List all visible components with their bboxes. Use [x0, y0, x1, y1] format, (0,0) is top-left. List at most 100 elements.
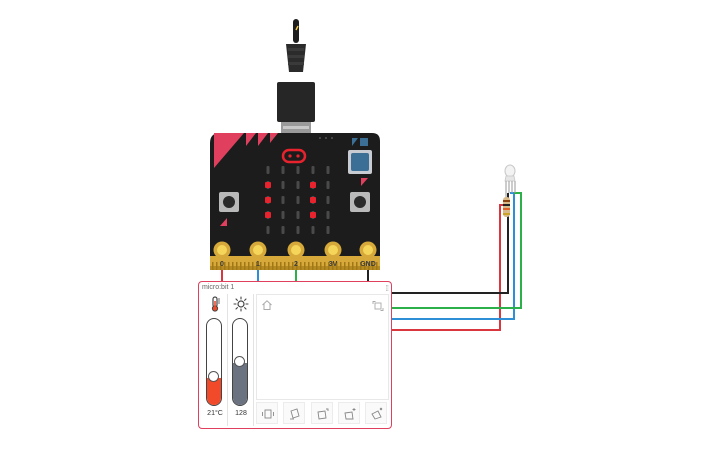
- led-r4c4: [326, 226, 330, 234]
- connector-tooth: [244, 262, 246, 270]
- led-r4c2: [296, 226, 300, 234]
- led-lit-r2c0: [265, 197, 271, 203]
- board-corner-accent: [214, 133, 244, 168]
- resistor[interactable]: [503, 197, 510, 217]
- led-r4c1: [281, 226, 285, 234]
- connector-tooth: [264, 262, 266, 270]
- led-r1c4: [326, 181, 330, 189]
- connector-tooth: [312, 262, 314, 270]
- connector-tooth: [372, 262, 374, 270]
- connector-tooth: [248, 262, 250, 270]
- connector-tooth: [292, 262, 294, 270]
- led-r0c1: [281, 166, 285, 174]
- pin-2[interactable]: [287, 241, 305, 259]
- sound-icon: [352, 138, 368, 146]
- tilt-right-icon: [317, 408, 329, 420]
- led-r2c1: [281, 196, 285, 204]
- pin-0[interactable]: [213, 241, 231, 259]
- led-r3c2: [296, 211, 300, 219]
- connector-tooth: [364, 262, 366, 270]
- connector-tooth: [252, 262, 254, 270]
- tilt-left-button[interactable]: [283, 402, 305, 424]
- led-matrix[interactable]: [265, 166, 330, 234]
- pin-label-0: 0: [220, 261, 224, 268]
- usb-cable[interactable]: [277, 19, 315, 134]
- touch-logo-button[interactable]: [348, 150, 372, 174]
- led-lit-r1c0: [265, 182, 271, 188]
- led-r3c4: [326, 211, 330, 219]
- led-r4c3: [311, 226, 315, 234]
- microbit-board[interactable]: 0 1 2 3V GND: [210, 133, 380, 270]
- temperature-slider-thumb[interactable]: [208, 371, 219, 383]
- led-lit-r2c3: [310, 197, 316, 203]
- simulator-screen[interactable]: [256, 294, 389, 400]
- connector-tooth: [332, 262, 334, 270]
- connector-tooth: [216, 262, 218, 270]
- pin-dots: [271, 137, 333, 139]
- simulator-panel: micro:bit 1 ⁞⁞ 21°C: [198, 281, 392, 429]
- led-r1c1: [281, 181, 285, 189]
- light-slider[interactable]: [232, 318, 248, 406]
- home-icon[interactable]: [261, 299, 273, 311]
- shake-icon: [262, 409, 274, 419]
- sensor-divider: [253, 294, 254, 426]
- button-b-marker-icon: [361, 178, 368, 186]
- pin-1[interactable]: [249, 241, 267, 259]
- connector-tooth: [212, 262, 214, 270]
- led-r0c0: [266, 166, 270, 174]
- led-lit-r3c3: [310, 212, 316, 218]
- temperature-slider[interactable]: [206, 318, 222, 406]
- light-value: 128: [235, 410, 247, 417]
- thermometer-icon: [211, 296, 220, 312]
- connector-tooth: [340, 262, 342, 270]
- led-r0c4: [326, 166, 330, 174]
- connector-tooth: [260, 262, 262, 270]
- button-b[interactable]: [350, 192, 370, 212]
- button-a-marker-icon: [220, 218, 227, 226]
- led-r2c2: [296, 196, 300, 204]
- face-down-button[interactable]: [365, 402, 387, 424]
- connector-tooth: [316, 262, 318, 270]
- face-down-icon: [371, 407, 383, 420]
- pin-gnd[interactable]: [359, 241, 377, 259]
- wire-gnd[interactable]: [367, 193, 509, 294]
- pin-3v[interactable]: [324, 241, 342, 259]
- rotate-icon[interactable]: [372, 300, 384, 312]
- tilt-right-button[interactable]: [311, 402, 333, 424]
- connector-tooth: [300, 262, 302, 270]
- temperature-value: 21°C: [207, 410, 223, 417]
- button-a[interactable]: [219, 192, 239, 212]
- connector-tooth: [236, 262, 238, 270]
- connector-tooth: [296, 262, 298, 270]
- connector-tooth: [256, 262, 258, 270]
- connector-tooth: [288, 262, 290, 270]
- connector-tooth: [348, 262, 350, 270]
- connector-tooth: [220, 262, 222, 270]
- led-r2c4: [326, 196, 330, 204]
- temperature-control: 21°C: [203, 294, 227, 426]
- pin-label-2: 2: [294, 261, 298, 268]
- led-r1c2: [296, 181, 300, 189]
- gesture-toolbar: [256, 402, 389, 426]
- connector-tooth: [356, 262, 358, 270]
- sensor-divider: [227, 294, 228, 426]
- connector-tooth: [240, 262, 242, 270]
- drag-handle-icon[interactable]: ⁞⁞: [385, 284, 390, 293]
- light-slider-thumb[interactable]: [234, 356, 245, 367]
- microbit-logo-icon[interactable]: [281, 148, 307, 164]
- shake-button[interactable]: [256, 402, 278, 424]
- face-up-button[interactable]: [338, 402, 360, 424]
- connector-tooth: [368, 262, 370, 270]
- sun-icon: [233, 296, 249, 312]
- connector-tooth: [224, 262, 226, 270]
- connector-tooth: [324, 262, 326, 270]
- led-r0c2: [296, 166, 300, 174]
- connector-tooth: [276, 262, 278, 270]
- face-up-icon: [344, 408, 356, 420]
- led-lit-r3c0: [265, 212, 271, 218]
- connector-tooth: [284, 262, 286, 270]
- connector-tooth: [328, 262, 330, 270]
- connector-tooth: [376, 262, 378, 270]
- pin-label-3v: 3V: [329, 261, 338, 268]
